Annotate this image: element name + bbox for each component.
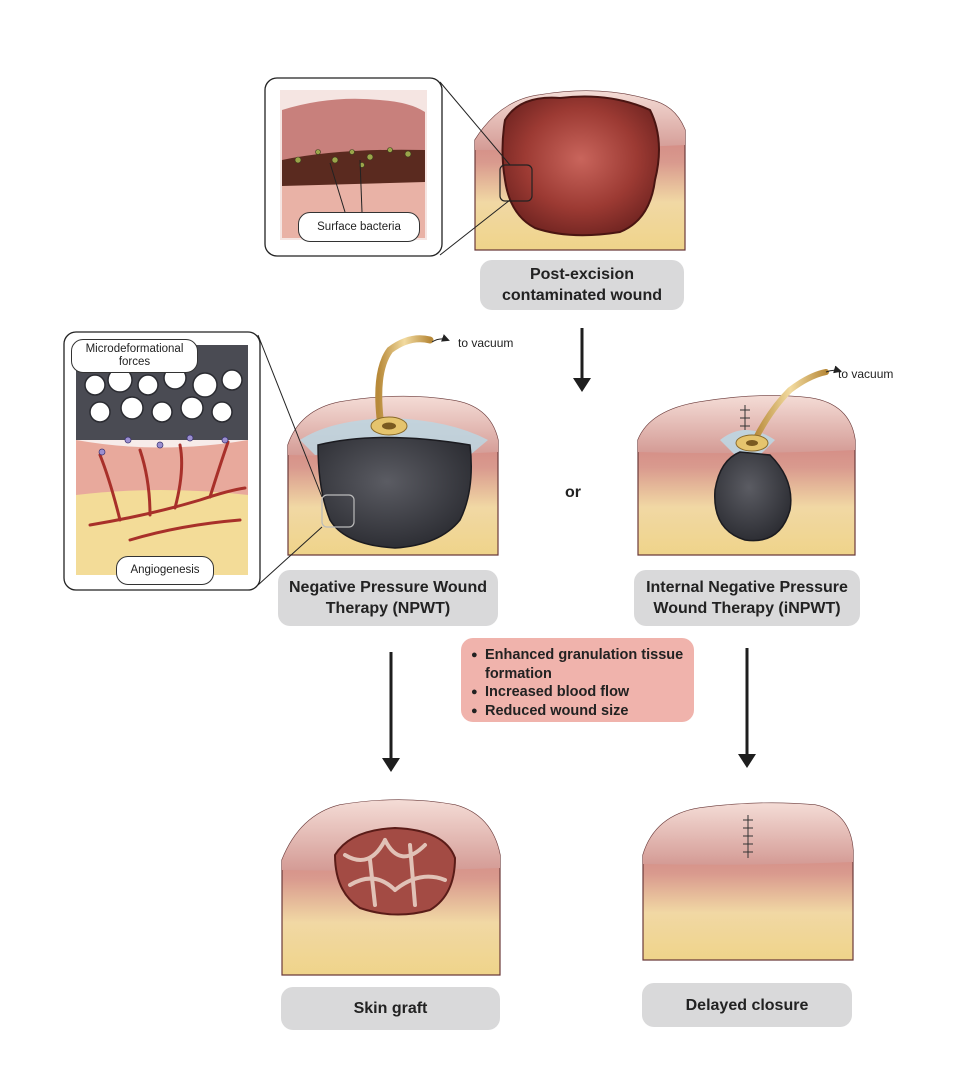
angiogenesis-inset (63, 331, 323, 591)
microdeformational-forces-label: Microdeformational forces (71, 339, 198, 373)
npwt-block (287, 334, 499, 556)
stage-label-delayed-closure: Delayed closure (642, 983, 852, 1027)
delayed-closure-block (642, 802, 854, 961)
benefit-item: Increased blood flow (471, 683, 684, 702)
benefit-item: Enhanced granulation tissue formation (471, 646, 684, 683)
stage-label-npwt: Negative Pressure Wound Therapy (NPWT) (278, 570, 498, 626)
skin-graft-block (281, 799, 501, 976)
inpwt-block (637, 365, 856, 556)
stage-label-skin-graft: Skin graft (281, 987, 500, 1030)
stage-label-contaminated: Post-excision contaminated wound (480, 260, 684, 310)
or-label: or (565, 484, 581, 501)
benefit-item: Reduced wound size (471, 702, 684, 721)
angiogenesis-label: Angiogenesis (116, 556, 214, 585)
surface-bacteria-label: Surface bacteria (298, 212, 420, 242)
stage-label-inpwt: Internal Negative Pressure Wound Therapy… (634, 570, 860, 626)
benefits-list: Enhanced granulation tissue formation In… (471, 646, 684, 720)
to-vacuum-label-inpwt: to vacuum (838, 367, 894, 381)
to-vacuum-label-npwt: to vacuum (458, 336, 514, 350)
contaminated-wound-block (474, 90, 686, 251)
benefits-box: Enhanced granulation tissue formation In… (461, 638, 694, 722)
